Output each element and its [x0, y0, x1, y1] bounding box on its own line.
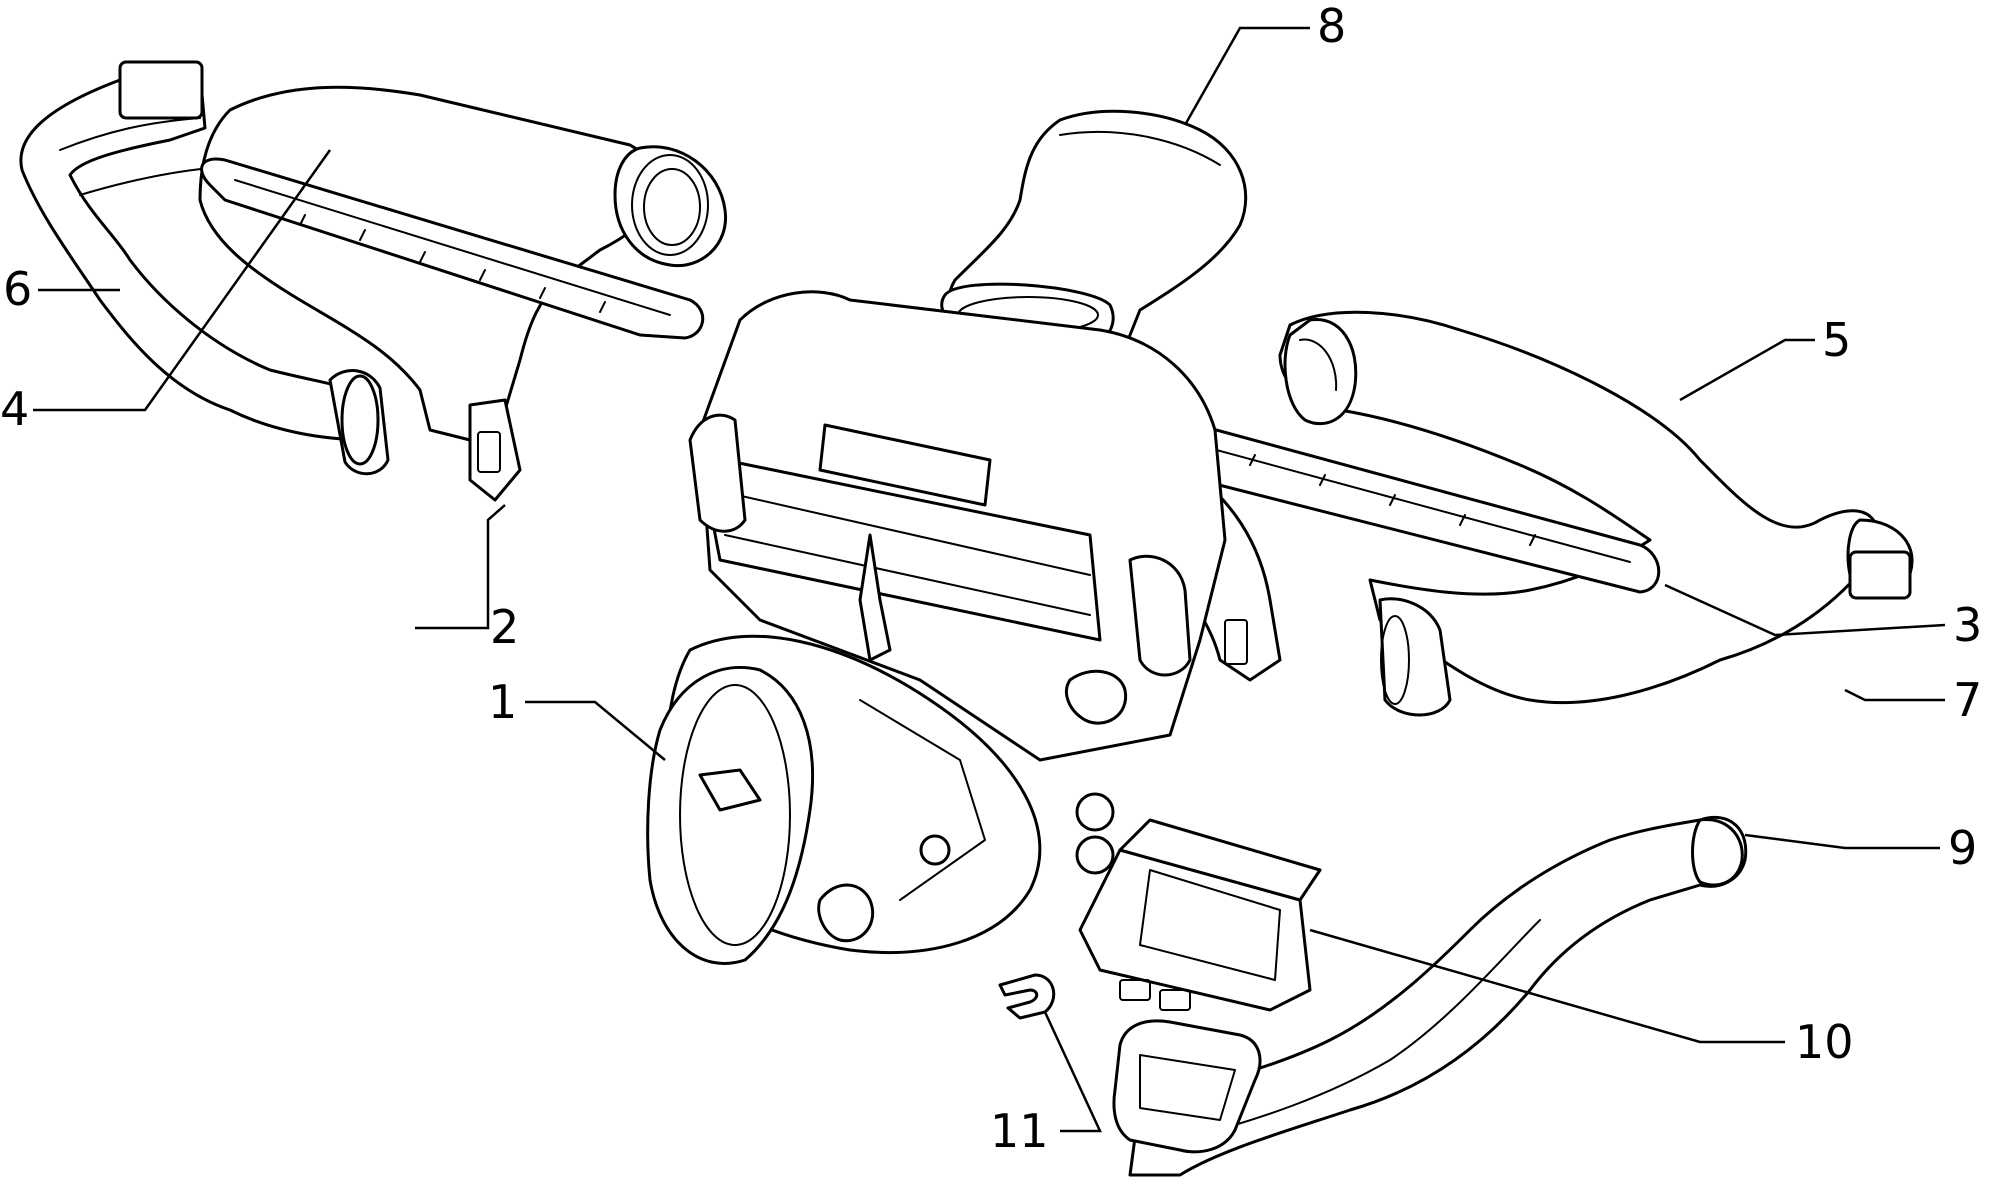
leader-3 — [1664, 583, 1946, 637]
callout-2: 2 — [490, 600, 519, 654]
callout-5: 5 — [1822, 313, 1851, 367]
clip — [998, 973, 1056, 1020]
callout-4: 4 — [0, 382, 29, 436]
leader-lines — [33, 26, 1946, 1133]
callout-10: 10 — [1795, 1015, 1854, 1069]
leader-11 — [1043, 1011, 1102, 1133]
callout-labels: 1 2 3 4 5 6 7 8 9 10 11 — [0, 0, 1982, 1158]
heater-housing — [688, 290, 1227, 875]
leader-10 — [1309, 928, 1785, 1044]
left-dash-vent-duct — [198, 85, 728, 502]
leader-2 — [415, 504, 506, 630]
rear-outlet-box — [1078, 818, 1322, 1012]
leader-4 — [33, 149, 332, 412]
callout-3: 3 — [1953, 598, 1982, 652]
callout-8: 8 — [1317, 0, 1346, 53]
callout-9: 9 — [1948, 821, 1977, 875]
rear-floor-duct — [1112, 815, 1748, 1177]
leader-9 — [1744, 833, 1940, 850]
leader-7 — [1844, 688, 1945, 702]
leader-8 — [1183, 26, 1310, 126]
leader-1 — [525, 700, 666, 761]
right-side-duct — [1278, 310, 1914, 705]
callout-1: 1 — [488, 675, 517, 729]
left-side-vent-hose — [19, 60, 390, 476]
blower-motor — [646, 634, 1042, 965]
callout-6: 6 — [3, 262, 32, 316]
leader-5 — [1679, 338, 1815, 402]
callout-7: 7 — [1953, 673, 1982, 727]
callout-11: 11 — [990, 1104, 1049, 1158]
